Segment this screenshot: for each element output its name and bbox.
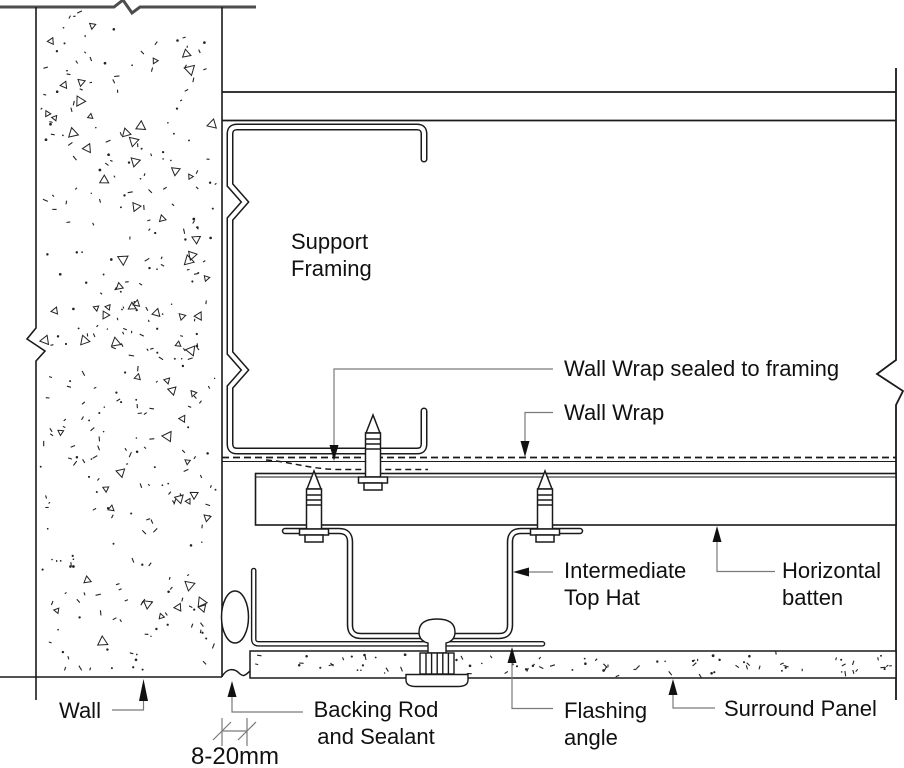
wall-wrap-lines bbox=[222, 456, 896, 471]
support-framing-stud bbox=[226, 123, 428, 455]
leader-arrowheads bbox=[139, 441, 722, 701]
label-support-framing: Support Framing bbox=[291, 228, 372, 282]
arrow-wall bbox=[139, 679, 148, 701]
label-wall: Wall bbox=[59, 698, 101, 723]
top-edge-break-line bbox=[0, 0, 256, 16]
arrow-top-hat bbox=[513, 567, 529, 577]
label-batten-line2: batten bbox=[782, 585, 844, 610]
wall-left-edge-with-break bbox=[25, 7, 47, 700]
screw-batten-to-framing bbox=[357, 412, 389, 491]
arrow-flashing bbox=[507, 647, 517, 663]
backing-rod bbox=[220, 590, 250, 644]
leader-wall-wrap-sealed bbox=[333, 368, 553, 446]
label-backing-rod-line2: and Sealant bbox=[317, 724, 435, 749]
leader-flashing bbox=[511, 661, 553, 710]
label-joint-dimension: 8-20mm bbox=[191, 743, 280, 768]
dim-tick-right bbox=[237, 721, 257, 741]
wall-concrete-stipple bbox=[38, 10, 218, 671]
right-boundary-break-line bbox=[875, 68, 904, 700]
label-surround-panel: Surround Panel bbox=[724, 696, 877, 721]
surround-panel-stipple bbox=[255, 651, 892, 678]
horizontal-batten bbox=[254, 472, 897, 526]
leader-wall-wrap bbox=[524, 411, 553, 442]
panel-rivet bbox=[405, 618, 469, 688]
label-backing-rod: Backing Rod and Sealant bbox=[308, 696, 444, 750]
label-top-hat-line1: Intermediate bbox=[564, 558, 687, 583]
label-wall-wrap: Wall Wrap bbox=[564, 400, 665, 425]
label-flashing-line1: Flashing bbox=[564, 698, 648, 723]
sealant-bead bbox=[221, 668, 251, 677]
leader-wall bbox=[112, 700, 145, 711]
leader-surround-panel bbox=[672, 693, 715, 709]
dim-tick-left bbox=[212, 721, 232, 741]
rivet-grip-hatch bbox=[425, 653, 450, 674]
label-top-hat-line2: Top Hat bbox=[564, 585, 640, 610]
label-support-framing-line2: Framing bbox=[291, 256, 372, 281]
label-horizontal-batten: Horizontal batten bbox=[782, 557, 881, 611]
leader-backing-rod bbox=[231, 696, 303, 713]
label-flashing-line2: angle bbox=[564, 725, 618, 750]
arrow-batten bbox=[712, 526, 722, 542]
label-wall-wrap-sealed: Wall Wrap sealed to framing bbox=[564, 356, 840, 381]
label-flashing-angle: Flashing angle bbox=[564, 697, 647, 751]
label-support-framing-line1: Support bbox=[291, 229, 369, 254]
label-intermediate-top-hat: Intermediate Top Hat bbox=[564, 557, 686, 611]
wall-outline bbox=[0, 7, 223, 700]
arrow-wall-wrap bbox=[520, 441, 530, 457]
screw-tophat-left bbox=[298, 468, 330, 543]
arrow-wall-wrap-sealed bbox=[329, 445, 339, 461]
joint-dimension bbox=[212, 718, 257, 746]
leader-lines bbox=[112, 368, 775, 713]
label-backing-rod-line1: Backing Rod bbox=[313, 697, 439, 722]
rivet-bottom-cap bbox=[405, 673, 469, 688]
rivet-dome-head bbox=[418, 618, 456, 654]
framing-top-track bbox=[222, 91, 896, 122]
arrow-backing-rod bbox=[227, 681, 237, 697]
flashing-angle bbox=[250, 567, 546, 647]
arrow-surround-panel bbox=[668, 679, 678, 695]
screw-tophat-right bbox=[529, 468, 561, 543]
label-batten-line1: Horizontal bbox=[782, 558, 882, 583]
surround-panel bbox=[249, 650, 897, 679]
leader-batten bbox=[716, 541, 775, 573]
